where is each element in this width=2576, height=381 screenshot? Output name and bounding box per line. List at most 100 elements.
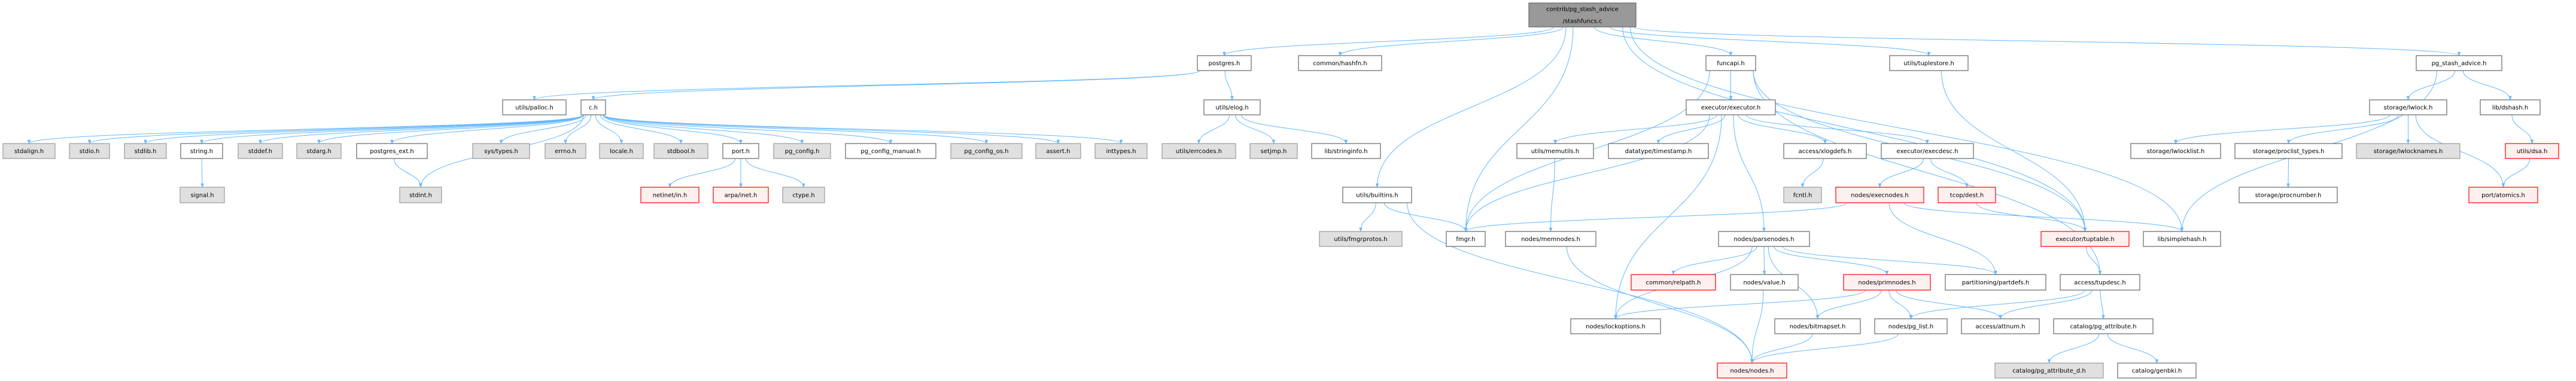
node-label: stdarg.h (306, 148, 331, 155)
node-access-tupdesc-h[interactable]: access/tupdesc.h (2060, 274, 2140, 291)
node-inttypes-h[interactable]: inttypes.h (1094, 143, 1148, 159)
node-lib-stringinfo-h[interactable]: lib/stringinfo.h (1311, 143, 1381, 159)
node-setjmp-h[interactable]: setjmp.h (1249, 143, 1298, 159)
node-nodes-execnodes-h[interactable]: nodes/execnodes.h (1835, 187, 1924, 203)
node-arpa-inet-h[interactable]: arpa/inet.h (713, 187, 769, 203)
node-nodes-value-h[interactable]: nodes/value.h (1730, 274, 1799, 291)
node-common-relpath-h[interactable]: common/relpath.h (1631, 274, 1716, 291)
node-label: access/xlogdefs.h (1799, 148, 1852, 155)
node-partitioning-partdefs-h[interactable]: partitioning/partdefs.h (1945, 274, 2046, 291)
edge-execnodes-to-fmgr (1464, 202, 1847, 232)
node-pg-config-manual-h[interactable]: pg_config_manual.h (845, 143, 936, 159)
node-box (1705, 55, 1756, 71)
node-pg-config-os-h[interactable]: pg_config_os.h (950, 143, 1023, 159)
node-box (1945, 274, 2046, 291)
node-nodes-pg-list-h[interactable]: nodes/pg_list.h (1874, 318, 1948, 334)
node-utils-palloc-h[interactable]: utils/palloc.h (502, 99, 567, 115)
node-utils-dsa-h[interactable]: utils/dsa.h (2505, 143, 2559, 159)
node-signal-h[interactable]: signal.h (180, 187, 225, 203)
node-box (69, 143, 110, 159)
edge-ch-to-stdalign (27, 114, 584, 144)
node-postgres-h[interactable]: postgres.h (1197, 55, 1252, 71)
node-box (1342, 187, 1412, 203)
node-utils-tuplestore-h[interactable]: utils/tuplestore.h (1889, 55, 1969, 71)
node-pg-config-h[interactable]: pg_config.h (773, 143, 831, 159)
node-access-attnum-h[interactable]: access/attnum.h (1961, 318, 2040, 334)
edge-tuptable-to-tupdesc (2086, 246, 2102, 275)
node-contrib-pg-stash-advice-stashfuncs-c[interactable]: contrib/pg_stash_advice/stashfuncs.c (1528, 2, 1637, 28)
node-utils-memutils-h[interactable]: utils/memutils.h (1516, 143, 1594, 159)
edge-executor-to-fmgr (1464, 114, 1710, 232)
node-port-h[interactable]: port.h (722, 143, 759, 159)
node-label: utils/errcodes.h (1176, 148, 1222, 155)
node-label: nodes/lockoptions.h (1586, 324, 1646, 330)
node-nodes-primnodes-h[interactable]: nodes/primnodes.h (1843, 274, 1931, 291)
edge-primnodes-to-bitmapset (1815, 289, 1882, 319)
node-assert-h[interactable]: assert.h (1035, 143, 1081, 159)
node-storage-lwlock-h[interactable]: storage/lwlock.h (2369, 99, 2447, 115)
node-label: stdlib.h (135, 148, 157, 155)
node-executor-execdesc-h[interactable]: executor/execdesc.h (1881, 143, 1974, 159)
node-catalog-pg-attribute-d-h[interactable]: catalog/pg_attribute_d.h (1994, 362, 2104, 379)
node-storage-procnumber-h[interactable]: storage/procnumber.h (2239, 187, 2338, 203)
node-storage-lwlocknames-h[interactable]: storage/lwlocknames.h (2356, 143, 2461, 159)
node-port-atomics-h[interactable]: port/atomics.h (2468, 187, 2538, 203)
node-nodes-nodes-h[interactable]: nodes/nodes.h (1717, 362, 1787, 379)
node-stdalign-h[interactable]: stdalign.h (2, 143, 56, 159)
node-datatype-timestamp-h[interactable]: datatype/timestamp.h (1608, 143, 1709, 159)
node-tcop-dest-h[interactable]: tcop/dest.h (1938, 187, 1996, 203)
node-access-xlogdefs-h[interactable]: access/xlogdefs.h (1783, 143, 1867, 159)
node-storage-lwlocklist-h[interactable]: storage/lwlocklist.h (2130, 143, 2221, 159)
node-postgres-ext-h[interactable]: postgres_ext.h (356, 143, 428, 159)
node-stdint-h[interactable]: stdint.h (399, 187, 442, 203)
node-box (1835, 187, 1924, 203)
node-stdio-h[interactable]: stdio.h (69, 143, 110, 159)
node-locale-h[interactable]: locale.h (599, 143, 644, 159)
node-label: locale.h (610, 148, 633, 155)
node-box (2040, 231, 2130, 247)
node-label: signal.h (190, 193, 214, 199)
node-label: catalog/pg_attribute_d.h (2012, 368, 2085, 374)
node-executor-tuptable-h[interactable]: executor/tuptable.h (2040, 231, 2130, 247)
node-nodes-parsenodes-h[interactable]: nodes/parsenodes.h (1718, 231, 1810, 247)
node-nodes-bitmapset-h[interactable]: nodes/bitmapset.h (1774, 318, 1861, 334)
node-sys-types-h[interactable]: sys/types.h (472, 143, 530, 159)
node-stdlib-h[interactable]: stdlib.h (124, 143, 167, 159)
node-stdarg-h[interactable]: stdarg.h (296, 143, 342, 159)
edge-elog-to-errcodes (1197, 114, 1230, 144)
node-storage-proclist-types-h[interactable]: storage/proclist_types.h (2234, 143, 2343, 159)
node-utils-fmgrprotos-h[interactable]: utils/fmgrprotos.h (1319, 231, 1403, 247)
node-box (1298, 55, 1382, 71)
node-common-hashfn-h[interactable]: common/hashfn.h (1298, 55, 1382, 71)
edge-tupdesc-to-pglist (1909, 289, 2085, 319)
node-label: nodes/nodes.h (1730, 368, 1774, 374)
node-fcntl-h[interactable]: fcntl.h (1783, 187, 1822, 203)
node-ctype-h[interactable]: ctype.h (782, 187, 825, 203)
node-stddef-h[interactable]: stddef.h (238, 143, 283, 159)
node-label: fmgr.h (1456, 236, 1475, 243)
node-box (1717, 362, 1787, 379)
node-catalog-pg-attribute-h[interactable]: catalog/pg_attribute.h (2053, 318, 2154, 334)
node-c-h[interactable]: c.h (580, 99, 606, 115)
node-lib-simplehash-h[interactable]: lib/simplehash.h (2143, 231, 2221, 247)
node-stdbool-h[interactable]: stdbool.h (653, 143, 708, 159)
edge-root-to-builtins (1375, 26, 1567, 188)
node-utils-elog-h[interactable]: utils/elog.h (1203, 99, 1261, 115)
node-lib-dshash-h[interactable]: lib/dshash.h (2480, 99, 2541, 115)
node-nodes-memnodes-h[interactable]: nodes/memnodes.h (1505, 231, 1596, 247)
node-pg-stash-advice-h[interactable]: pg_stash_advice.h (2416, 55, 2502, 71)
node-fmgr-h[interactable]: fmgr.h (1446, 231, 1486, 247)
node-utils-errcodes-h[interactable]: utils/errcodes.h (1161, 143, 1236, 159)
node-catalog-genbki-h[interactable]: catalog/genbki.h (2117, 362, 2197, 379)
node-errno-h[interactable]: errno.h (545, 143, 586, 159)
node-netinet-in-h[interactable]: netinet/in.h (640, 187, 699, 203)
node-string-h[interactable]: string.h (180, 143, 223, 159)
node-nodes-lockoptions-h[interactable]: nodes/lockoptions.h (1570, 318, 1661, 334)
node-label: nodes/execnodes.h (1851, 193, 1908, 199)
node-label: storage/proclist_types.h (2253, 148, 2325, 155)
node-utils-builtins-h[interactable]: utils/builtins.h (1342, 187, 1412, 203)
node-funcapi-h[interactable]: funcapi.h (1705, 55, 1756, 71)
node-executor-executor-h[interactable]: executor/executor.h (1686, 99, 1776, 115)
node-box (296, 143, 342, 159)
node-label: catalog/genbki.h (2132, 368, 2182, 374)
